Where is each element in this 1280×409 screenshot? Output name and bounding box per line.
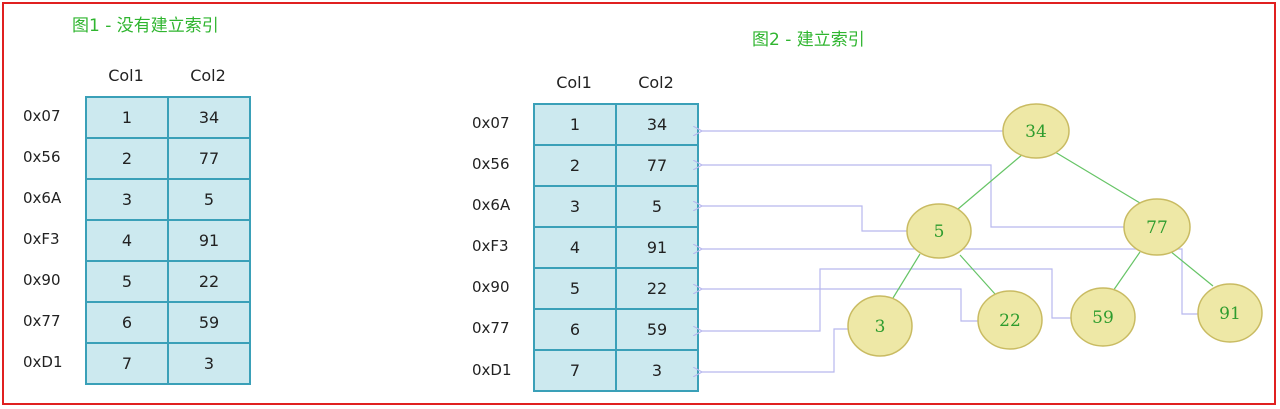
tree-node-77-shape xyxy=(1123,198,1191,256)
pointer-line-3 xyxy=(702,328,848,372)
tree-node-91-label: 91 xyxy=(1219,304,1241,324)
tree-node: 77 xyxy=(1123,198,1191,256)
tree-edges xyxy=(892,151,1214,299)
table-cell-col1: 1 xyxy=(533,103,617,146)
figure1-address: 0x07 xyxy=(23,107,61,125)
table-cell-col2: 59 xyxy=(167,301,251,344)
tree-node: 22 xyxy=(977,290,1043,350)
tree-node: 5 xyxy=(906,203,972,259)
figure2-address: 0x07 xyxy=(472,114,510,132)
figure1-address: 0xD1 xyxy=(23,353,63,371)
table-cell-col1: 3 xyxy=(85,178,169,221)
row-pointer-lines xyxy=(702,131,1199,372)
figure2-address: 0xD1 xyxy=(472,361,512,379)
table-cell-col1: 2 xyxy=(85,137,169,180)
tree-node-5-shape xyxy=(906,203,972,259)
figure1-col1-header: Col1 xyxy=(108,66,144,85)
tree-node-5-label: 5 xyxy=(934,222,945,242)
table-cell-col1: 7 xyxy=(533,349,617,392)
figure1-col2-header: Col2 xyxy=(190,66,226,85)
tree-node-34-label: 34 xyxy=(1025,122,1047,142)
tree-edge xyxy=(957,153,1024,210)
tree-node-91-shape xyxy=(1197,283,1263,343)
table-cell-col1: 7 xyxy=(85,342,169,385)
tree-node-59-label: 59 xyxy=(1092,308,1114,328)
tree-node-77-label: 77 xyxy=(1146,218,1168,238)
pointer-line-77 xyxy=(702,165,1124,228)
tree-node: 91 xyxy=(1197,283,1263,343)
table-cell-col1: 5 xyxy=(85,260,169,303)
tree-node-3-label: 3 xyxy=(875,317,886,337)
figure1-title: 图1 - 没有建立索引 xyxy=(72,16,219,36)
table-cell-col1: 4 xyxy=(533,226,617,269)
table-cell-col1: 3 xyxy=(533,185,617,228)
table-cell-col2: 77 xyxy=(167,137,251,180)
table-cell-col2: 91 xyxy=(167,219,251,262)
figure2-col1-header: Col1 xyxy=(556,73,592,92)
tree-node: 3 xyxy=(847,295,913,357)
table-cell-col2: 22 xyxy=(615,267,699,310)
tree-node: 34 xyxy=(1002,103,1070,159)
table-cell-col2: 5 xyxy=(167,178,251,221)
table-cell-col1: 6 xyxy=(533,308,617,351)
tree-edge xyxy=(1054,151,1141,204)
tree-edge xyxy=(1112,251,1141,292)
table-cell-col2: 34 xyxy=(615,103,699,146)
tree-node-3-shape xyxy=(847,295,913,357)
figure2-title: 图2 - 建立索引 xyxy=(752,30,865,50)
tree-node-34-shape xyxy=(1002,103,1070,159)
tree-edge xyxy=(1169,250,1214,287)
table-cell-col2: 34 xyxy=(167,96,251,139)
table-cell-col1: 5 xyxy=(533,267,617,310)
tree-edge xyxy=(892,253,921,299)
figure1-address: 0x90 xyxy=(23,271,61,289)
figure2-col2-header: Col2 xyxy=(638,73,674,92)
tree-edge xyxy=(959,254,996,295)
table-cell-col1: 2 xyxy=(533,144,617,187)
table-cell-col2: 59 xyxy=(615,308,699,351)
figure2-address: 0xF3 xyxy=(472,237,509,255)
figure1-address: 0x77 xyxy=(23,312,61,330)
table-cell-col2: 77 xyxy=(615,144,699,187)
pointer-line-59 xyxy=(702,268,1071,331)
figure2-address: 0x6A xyxy=(472,196,511,214)
tree-node: 59 xyxy=(1070,287,1136,347)
table-cell-col2: 22 xyxy=(167,260,251,303)
figure1-address: 0xF3 xyxy=(23,230,60,248)
tree-node-59-shape xyxy=(1070,287,1136,347)
figure1-address: 0x6A xyxy=(23,189,62,207)
tree-node-22-shape xyxy=(977,290,1043,350)
table-cell-col1: 4 xyxy=(85,219,169,262)
table-cell-col1: 1 xyxy=(85,96,169,139)
table-cell-col2: 3 xyxy=(167,342,251,385)
tree-node-22-label: 22 xyxy=(999,311,1021,331)
table-cell-col1: 6 xyxy=(85,301,169,344)
figure2-address: 0x90 xyxy=(472,278,510,296)
figure2-address: 0x56 xyxy=(472,155,510,173)
pointer-line-22 xyxy=(702,289,978,322)
figure2-address: 0x77 xyxy=(472,319,510,337)
table-cell-col2: 3 xyxy=(615,349,699,392)
figure1-address: 0x56 xyxy=(23,148,61,166)
pointer-line-5 xyxy=(702,206,907,232)
